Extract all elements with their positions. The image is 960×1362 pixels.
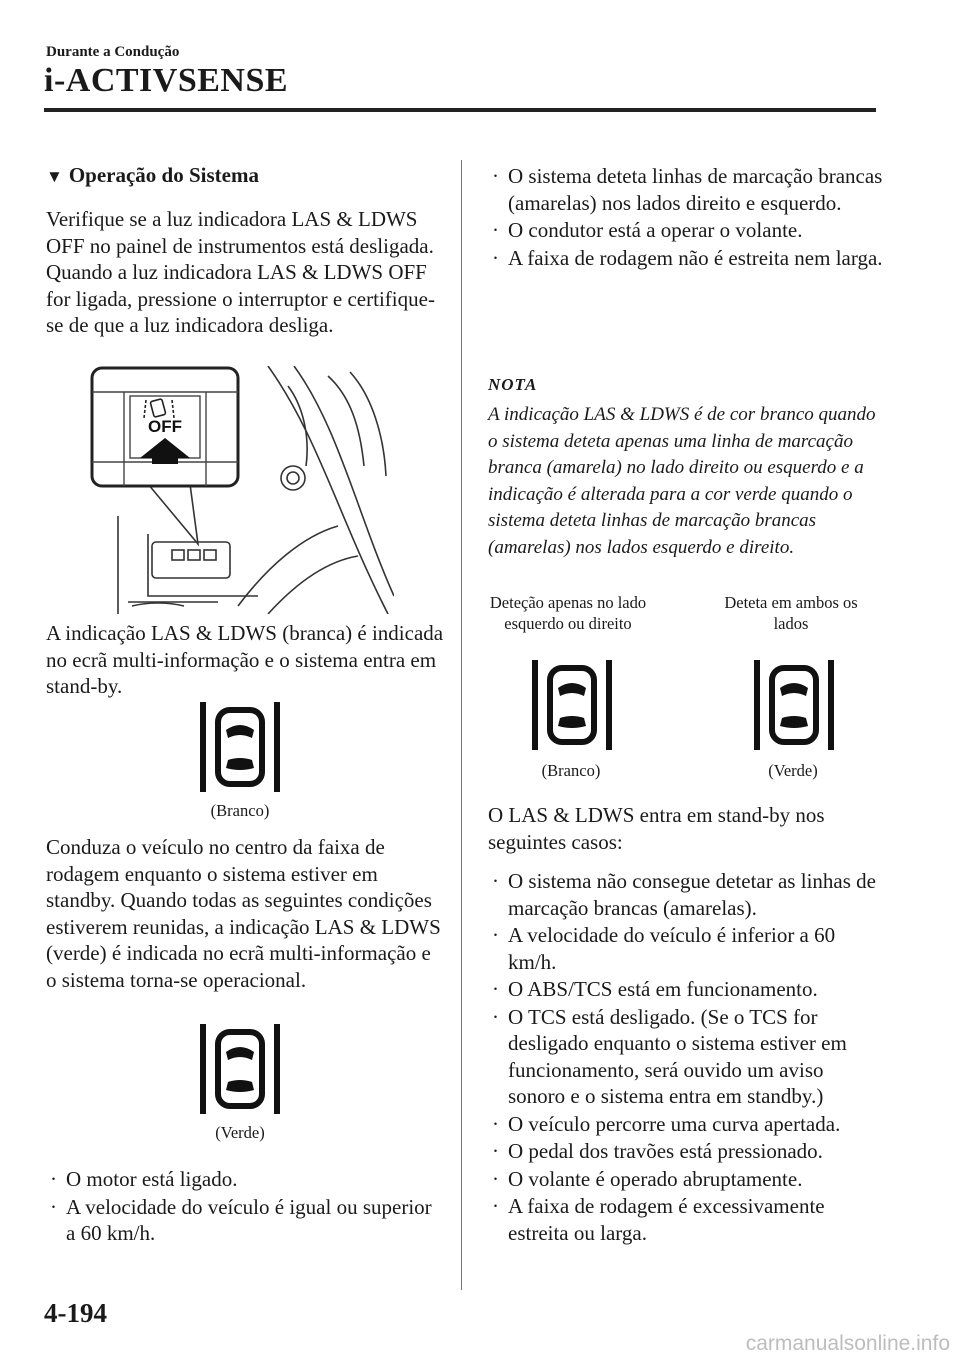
- chapter-label: Durante a Condução: [46, 44, 180, 60]
- triangle-marker-icon: ▼: [46, 167, 63, 186]
- dashboard-switch-illustration: OFF: [90, 366, 394, 614]
- caption-white: (Branco): [210, 801, 270, 820]
- standby-intro: O LAS & LDWS entra em stand-by nos segui…: [488, 803, 825, 854]
- label-both-sides: Deteta em ambos os lados: [724, 593, 858, 633]
- list-item: ·O volante é operado abruptamente.: [492, 1166, 803, 1191]
- list-item: ·A velocidade do veículo é inferior a 60…: [492, 923, 836, 974]
- list-item: ·A faixa de rodagem é excessivamente est…: [492, 1194, 825, 1245]
- lane-indicator-green-icon: [200, 1024, 280, 1114]
- lane-indicator-one-side-icon: [532, 660, 612, 750]
- list-item: ·O motor está ligado.: [50, 1167, 238, 1191]
- lane-indicator-both-sides-icon: [754, 660, 834, 750]
- drive-paragraph: Conduza o veículo no centro da faixa de …: [46, 835, 441, 992]
- list-item: ·A velocidade do veículo é igual ou supe…: [50, 1194, 432, 1246]
- list-item: ·A faixa de rodagem não é estreita nem l…: [492, 245, 883, 270]
- section-heading: ▼ Operação do Sistema: [46, 163, 259, 188]
- header-rule: [44, 108, 876, 112]
- column-divider: [461, 160, 462, 1290]
- watermark: carmanualsonline.info: [745, 1332, 950, 1355]
- page-number: 4-194: [44, 1298, 107, 1328]
- list-item: ·O sistema não consegue detetar as linha…: [492, 869, 876, 920]
- page-title: i-ACTIVSENSE: [44, 62, 289, 99]
- list-item: ·O ABS/TCS está em funcionamento.: [492, 977, 818, 1001]
- section-heading-text: Operação do Sistema: [68, 163, 259, 187]
- label-one-side: Deteção apenas no lado esquerdo ou direi…: [489, 593, 647, 633]
- note-text: A indicação LAS & LDWS é de cor branco q…: [488, 404, 876, 558]
- left-bullet-list: ·O motor está ligado. ·A velocidade do v…: [46, 1166, 444, 1248]
- lane-indicator-white-icon: [200, 702, 280, 792]
- list-item: ·O veículo percorre uma curva apertada.: [492, 1111, 841, 1136]
- list-item: ·O TCS está desligado. (Se o TCS for des…: [492, 1004, 847, 1109]
- list-item: ·O condutor está a operar o volante.: [492, 218, 803, 242]
- caption-green-right: (Verde): [768, 761, 818, 780]
- note-heading: NOTA: [488, 375, 538, 394]
- standby-paragraph: A indicação LAS & LDWS (branca) é indica…: [46, 621, 444, 698]
- off-label: OFF: [148, 417, 182, 436]
- list-item: ·O sistema deteta linhas de marcação bra…: [492, 164, 883, 215]
- list-item: ·O pedal dos travões está pressionado.: [492, 1139, 823, 1163]
- caption-green: (Verde): [215, 1123, 265, 1142]
- right-bullet-list-top: ·O sistema deteta linhas de marcação bra…: [488, 163, 884, 272]
- caption-white-right: (Branco): [541, 761, 601, 780]
- right-bullet-list-standby: ·O sistema não consegue detetar as linha…: [488, 868, 884, 1247]
- intro-paragraph: Verifique se a luz indicadora LAS & LDWS…: [46, 207, 435, 337]
